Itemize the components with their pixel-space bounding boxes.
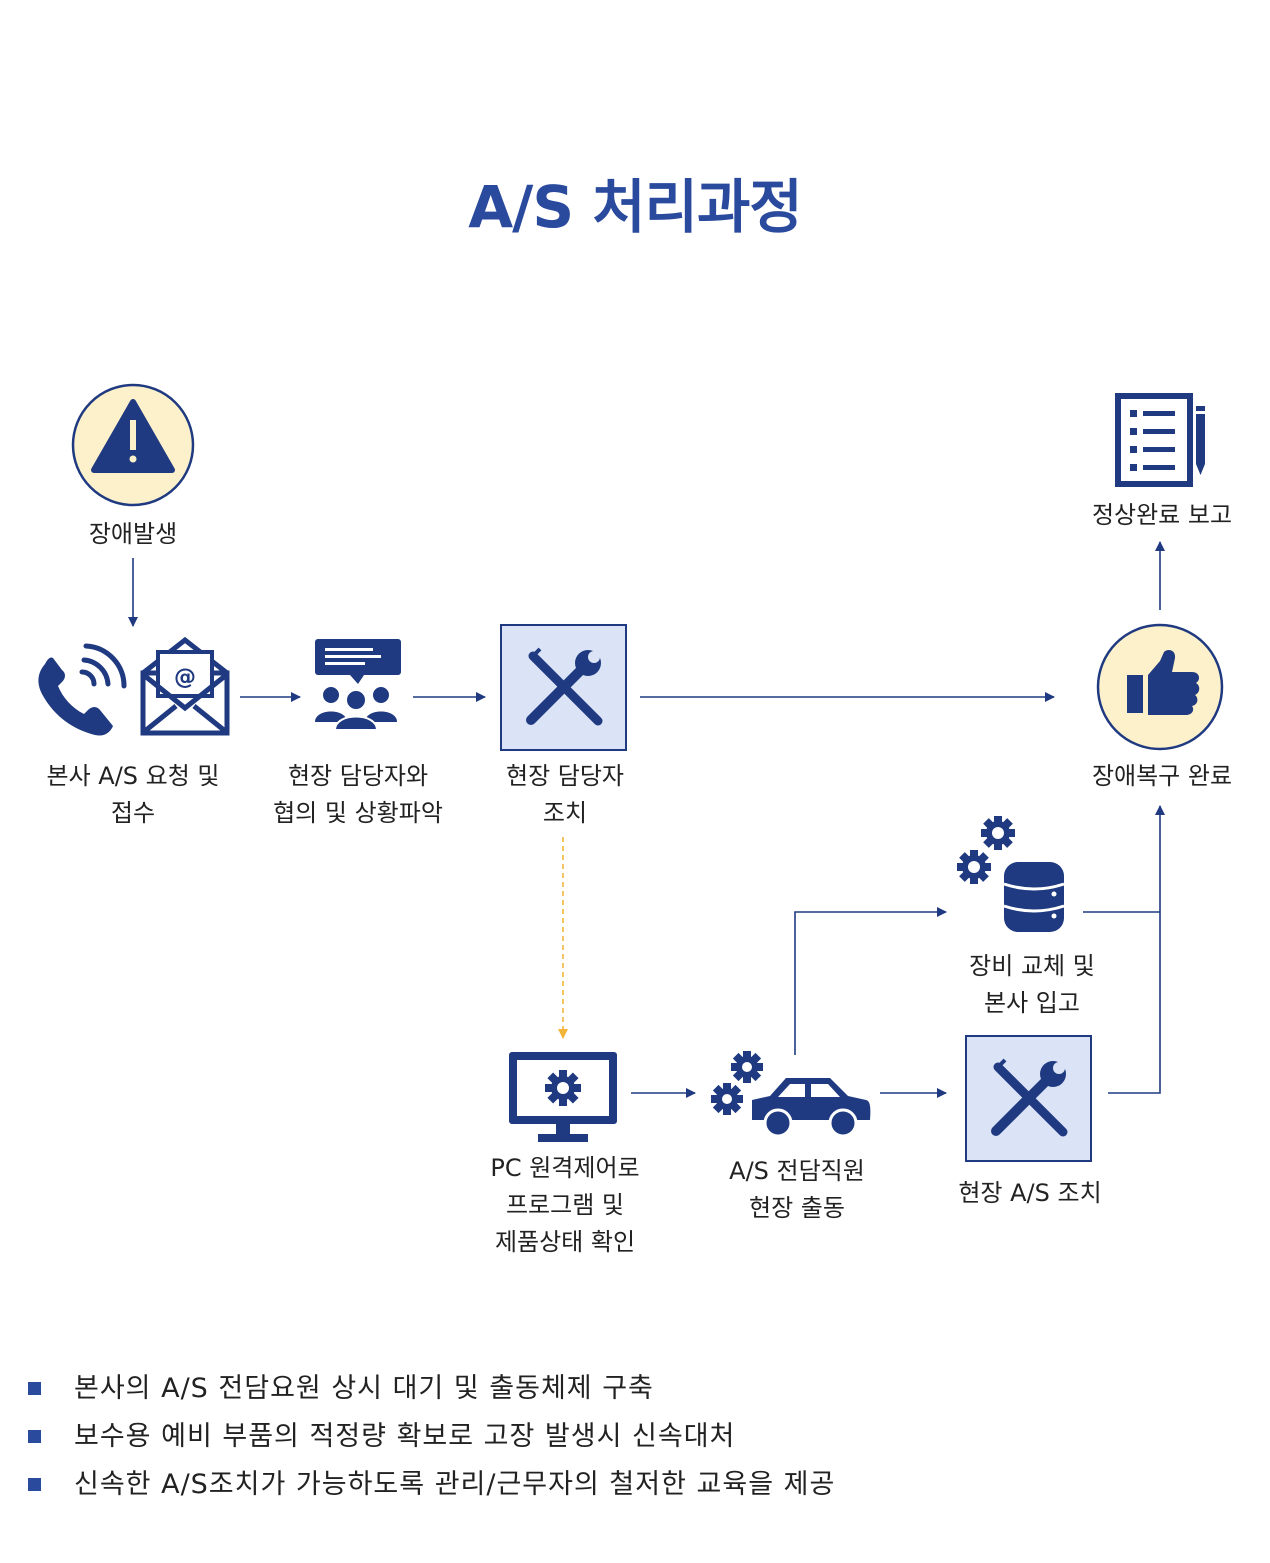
report-label: 정상완료 보고 [1092,497,1232,534]
square-bullet-icon [28,1382,41,1395]
report-label-text: 정상완료 보고 [1091,501,1233,529]
dispatch-label-line1: A/S 전담직원 [729,1157,865,1185]
recovered-label-text: 장애복구 완료 [1091,762,1233,790]
request-label: 본사 A/S 요청 및 접수 [46,758,219,832]
car-gear-icon [711,1051,871,1138]
onsite-action-label: 현장 담당자 조치 [506,758,624,832]
field-as-label-text: 현장 A/S 조치 [958,1179,1102,1207]
field-as-label: 현장 A/S 조치 [958,1175,1101,1212]
thumbs-up-icon [1096,623,1224,751]
consult-label-line2: 협의 및 상황파악 [273,799,443,827]
bullet-text: 본사의 A/S 전담요원 상시 대기 및 출동체제 구축 [74,1373,654,1404]
replace-label-line2: 본사 입고 [984,989,1080,1017]
page-title: A/S 처리과정 [468,173,802,241]
remote-label-line1: PC 원격제어로 [490,1154,640,1182]
connectors [128,541,1165,1098]
phone-email-icon: @ [38,636,230,736]
monitor-gear-icon [509,1052,617,1142]
replace-label-line1: 장비 교체 및 [969,952,1095,980]
request-label-line2: 접수 [110,799,156,827]
recovered-label: 장애복구 완료 [1092,758,1232,795]
consult-label: 현장 담당자와 협의 및 상황파악 [273,758,443,832]
bullet-text: 보수용 예비 부품의 적정량 확보로 고장 발생시 신속대처 [74,1421,736,1452]
fault-label-text: 장애발생 [88,520,178,548]
arrow-dispatch-to-replace [794,907,947,1055]
fault-label: 장애발생 [89,516,177,553]
bullet-item: 신속한 A/S조치가 가능하도록 관리/근무자의 철저한 교육을 제공 [28,1461,835,1509]
remote-label-line2: 프로그램 및 [505,1191,625,1219]
dispatch-label: A/S 전담직원 현장 출동 [729,1153,865,1227]
bullet-item: 보수용 예비 부품의 적정량 확보로 고장 발생시 신속대처 [28,1413,835,1461]
remote-label-line3: 제품상태 확인 [494,1228,636,1256]
consult-label-line1: 현장 담당자와 [287,762,429,790]
meeting-icon [315,639,401,731]
tools-icon-field [965,1035,1092,1162]
arrow-fieldas-to-recovered [1108,805,1165,1094]
square-bullet-icon [28,1478,41,1491]
dispatch-label-line2: 현장 출동 [749,1194,845,1222]
bullet-list: 본사의 A/S 전담요원 상시 대기 및 출동체제 구축 보수용 예비 부품의 … [28,1365,835,1509]
checklist-icon [1115,393,1205,487]
onsite-action-label-line1: 현장 담당자 [505,762,625,790]
warning-icon [71,383,195,507]
square-bullet-icon [28,1430,41,1443]
database-gear-icon [957,816,1065,932]
tools-icon-onsite [500,624,627,751]
replace-label: 장비 교체 및 본사 입고 [969,948,1095,1022]
bullet-item: 본사의 A/S 전담요원 상시 대기 및 출동체제 구축 [28,1365,835,1413]
onsite-action-label-line2: 조치 [542,799,588,827]
bullet-text: 신속한 A/S조치가 가능하도록 관리/근무자의 철저한 교육을 제공 [74,1469,836,1500]
remote-label: PC 원격제어로 프로그램 및 제품상태 확인 [490,1150,639,1261]
svg-text:@: @ [174,665,196,690]
request-label-line1: 본사 A/S 요청 및 [46,762,220,790]
